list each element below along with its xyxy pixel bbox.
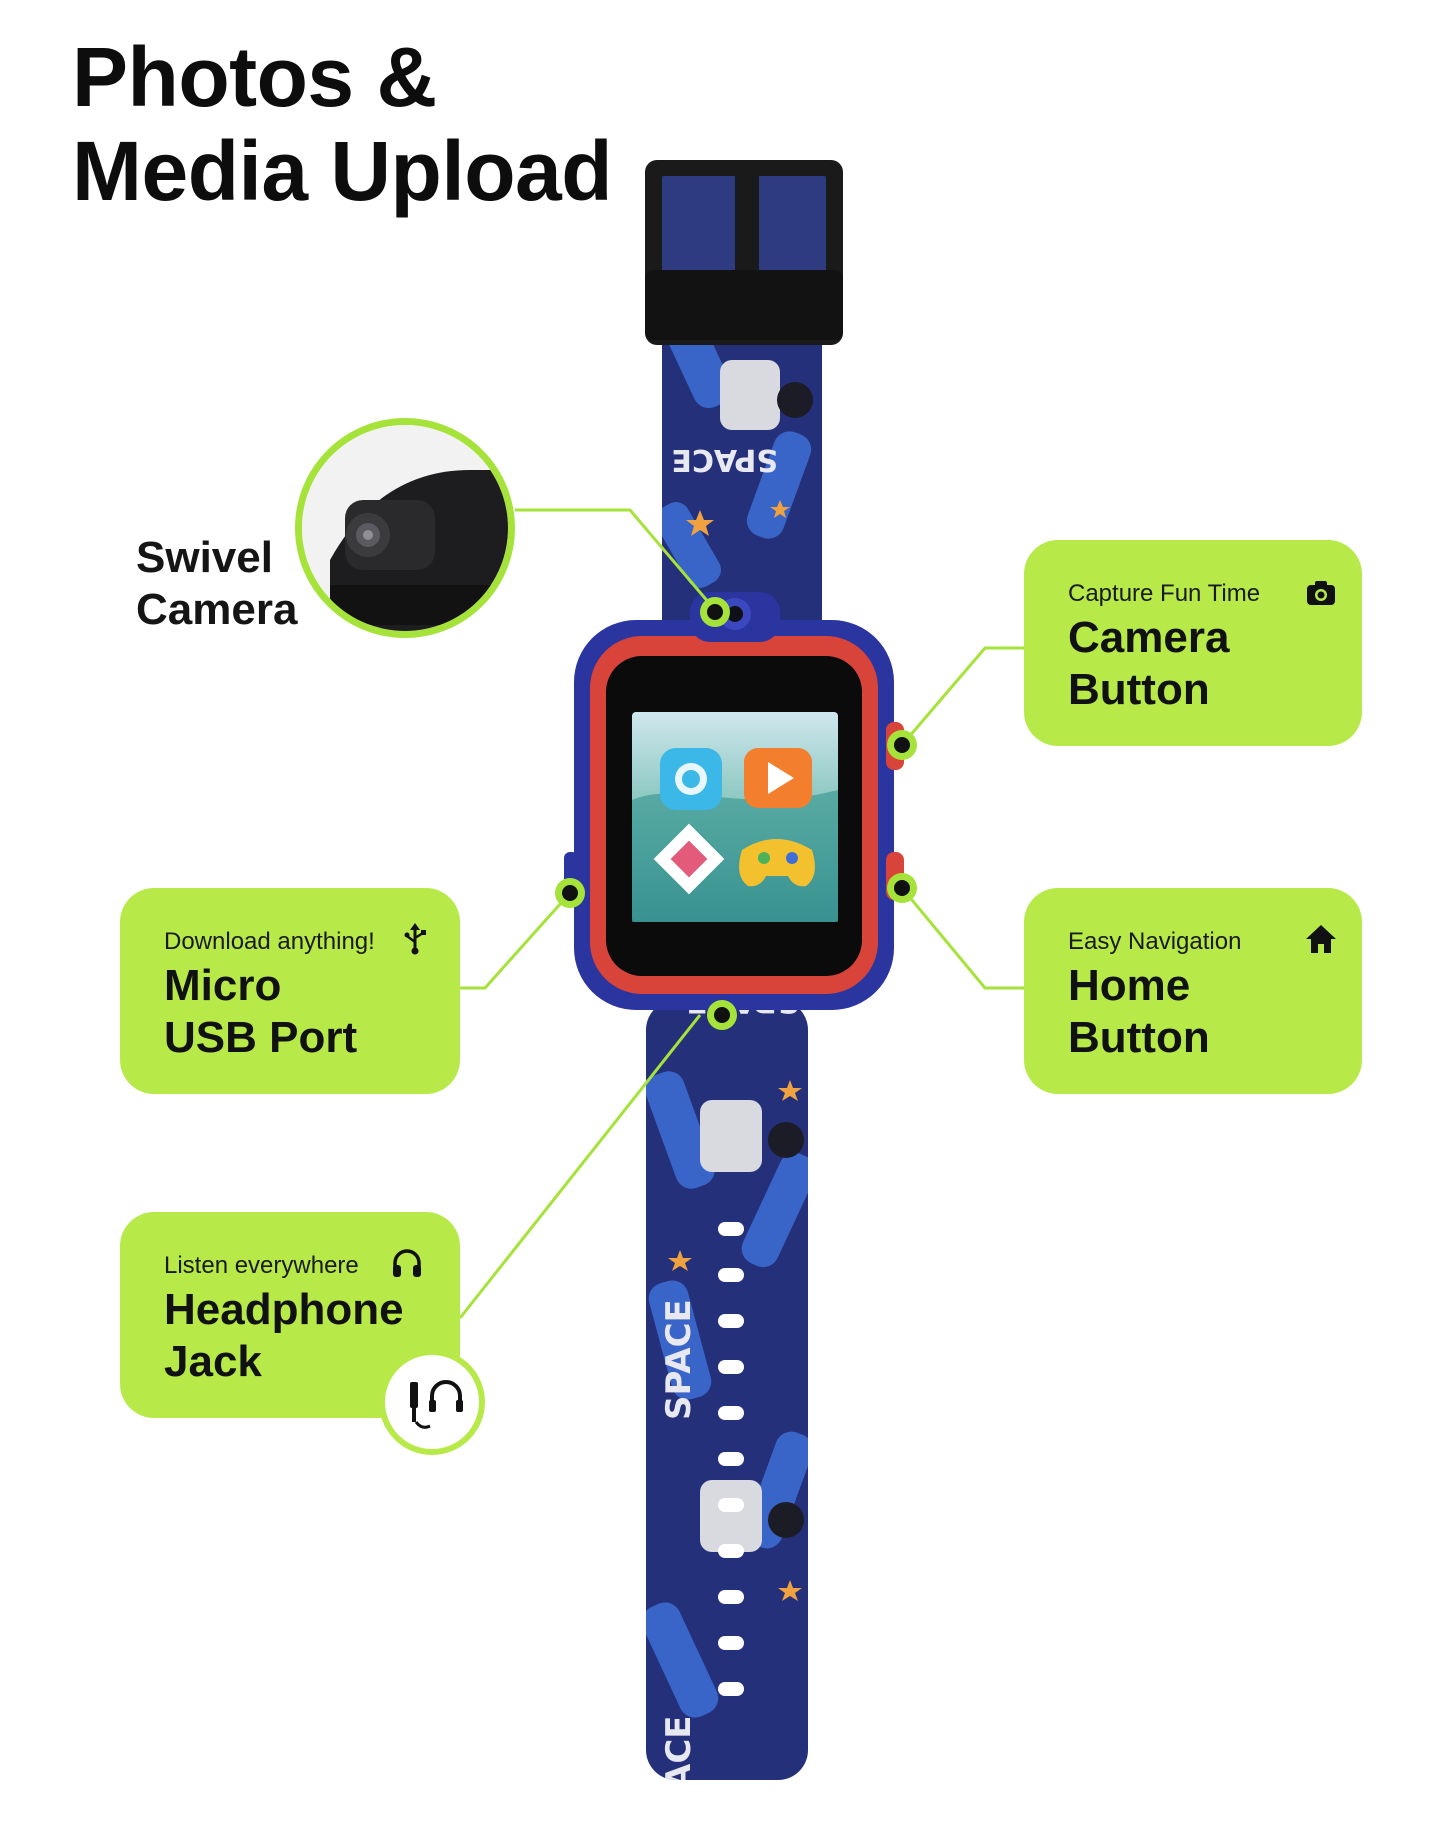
- camera-icon: [1307, 581, 1335, 605]
- micro-usb-callout: Download anything! Micro USB Port: [120, 888, 460, 1094]
- usb-callout-line-1: Micro: [164, 961, 282, 1010]
- title-line-2: Media Upload: [72, 124, 613, 218]
- headphone-jack-callout: Listen everywhere Headphone Jack: [120, 1212, 485, 1455]
- usb-callout-subtitle: Download anything!: [164, 928, 375, 955]
- home-callout-title: Home Button: [1068, 960, 1210, 1064]
- swivel-label-line-2: Camera: [136, 585, 298, 634]
- usb-callout-title: Micro USB Port: [164, 960, 357, 1064]
- jack-callout-line-1: Headphone: [164, 1285, 404, 1334]
- camera-callout-subtitle: Capture Fun Time: [1068, 580, 1261, 607]
- home-button-callout: Easy Navigation Home Button: [1024, 888, 1362, 1094]
- svg-text:ACE: ACE: [659, 1716, 699, 1791]
- camera-callout-line-1: Camera: [1068, 613, 1230, 662]
- home-icon: [1306, 925, 1336, 953]
- svg-text:SPACE: SPACE: [659, 1299, 699, 1420]
- page-title: Photos & Media Upload: [72, 30, 613, 218]
- jack-callout-line-2: Jack: [164, 1337, 262, 1386]
- swivel-camera-closeup: [295, 418, 515, 638]
- usb-callout-line-2: USB Port: [164, 1013, 358, 1062]
- jack-callout-title: Headphone Jack: [164, 1284, 404, 1388]
- title-line-1: Photos &: [72, 30, 437, 124]
- camera-callout-line-2: Button: [1068, 665, 1210, 714]
- home-callout-subtitle: Easy Navigation: [1068, 928, 1242, 955]
- swivel-camera-label: Swivel Camera: [136, 532, 297, 636]
- usb-icon: [404, 923, 426, 955]
- camera-button-callout: Capture Fun Time Camera Button: [1024, 540, 1362, 746]
- watch-body: [564, 592, 904, 1010]
- camera-callout-title: Camera Button: [1068, 612, 1229, 716]
- connector-dots: [555, 597, 917, 1030]
- bottom-strap: SPACE ACE SPACE: [646, 1000, 808, 1791]
- home-callout-line-1: Home: [1068, 961, 1191, 1010]
- headphones-icon: [393, 1249, 421, 1277]
- headphone-jack-badge-icon: [379, 1349, 485, 1455]
- svg-text:SPACE: SPACE: [671, 442, 778, 477]
- strap-buckle: [645, 160, 843, 345]
- home-callout-line-2: Button: [1068, 1013, 1210, 1062]
- jack-callout-subtitle: Listen everywhere: [164, 1252, 359, 1279]
- swivel-label-line-1: Swivel: [136, 533, 273, 582]
